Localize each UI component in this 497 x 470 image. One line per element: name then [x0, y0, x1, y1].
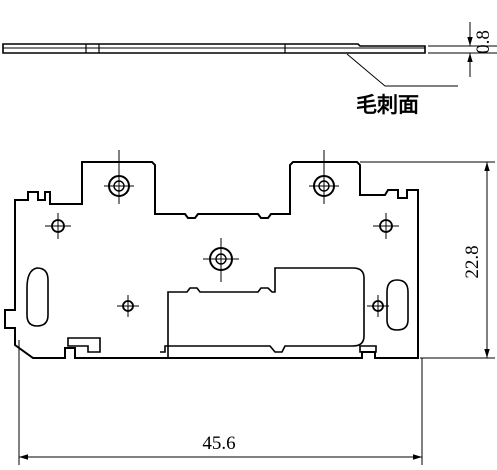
bracket-part	[4, 161, 419, 359]
width-dimension-label: 45.6	[202, 433, 235, 454]
height-dimension	[360, 161, 495, 359]
holes	[45, 150, 399, 317]
right-slot-cutout	[386, 279, 409, 331]
left-notch	[67, 337, 101, 353]
burr-surface-note: 毛刺面	[356, 93, 419, 117]
width-dimension	[18, 340, 423, 465]
side-view	[2, 43, 426, 54]
center-cutout	[160, 267, 365, 358]
burr-leader	[346, 53, 458, 87]
right-notch	[359, 345, 377, 353]
sheet-outline	[2, 43, 426, 54]
thickness-dimension	[428, 22, 497, 77]
thickness-dimension-label: 0.8	[473, 30, 494, 54]
left-slot-cutout	[26, 267, 49, 327]
bracket-outline	[4, 161, 419, 359]
height-dimension-label: 22.8	[462, 245, 483, 278]
